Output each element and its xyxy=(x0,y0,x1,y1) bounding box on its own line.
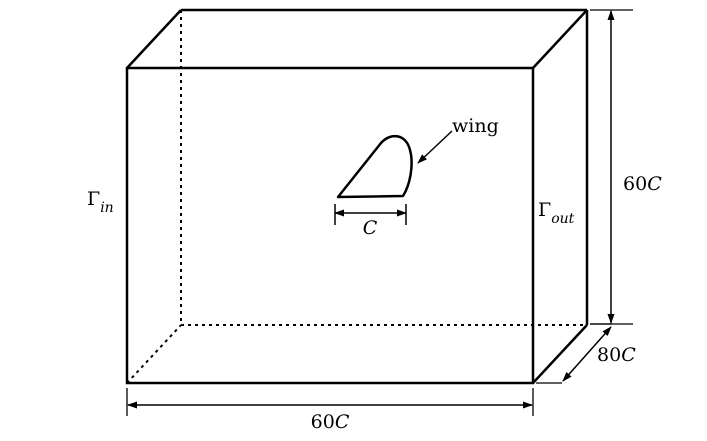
gamma-out-label: Γout xyxy=(538,199,575,227)
depth-arrow xyxy=(562,326,612,382)
wing-shape xyxy=(336,134,413,199)
box-top-right-edge xyxy=(532,9,588,69)
box xyxy=(125,8,589,385)
width-label: 60C xyxy=(311,411,350,433)
depth-label-unit: C xyxy=(621,344,636,366)
depth-label-num: 80 xyxy=(597,344,621,366)
gamma-in-label: Γin xyxy=(87,188,114,216)
box-top-left-edge xyxy=(126,9,182,69)
depth-label: 80C xyxy=(597,344,636,366)
gamma-in-main: Γ xyxy=(87,188,100,210)
depth-dimension xyxy=(536,323,612,384)
gamma-out-sub: out xyxy=(551,211,574,227)
wing-pointer-arrow xyxy=(417,130,453,164)
chord-label: C xyxy=(363,217,378,239)
height-dimension xyxy=(590,9,633,325)
box-front-face xyxy=(125,66,535,385)
wing-label: wing xyxy=(452,115,499,137)
height-label-unit: C xyxy=(647,173,662,195)
height-label-num: 60 xyxy=(623,173,647,195)
width-label-num: 60 xyxy=(311,411,335,433)
width-label-unit: C xyxy=(335,411,350,433)
gamma-out-main: Γ xyxy=(538,199,551,221)
width-dimension xyxy=(126,388,534,416)
height-label: 60C xyxy=(623,173,662,195)
box-bottom-right-edge xyxy=(532,324,588,384)
chord-dimension xyxy=(334,204,407,225)
gamma-in-sub: in xyxy=(100,200,114,216)
box-hidden-diagonal-edge xyxy=(126,324,182,384)
